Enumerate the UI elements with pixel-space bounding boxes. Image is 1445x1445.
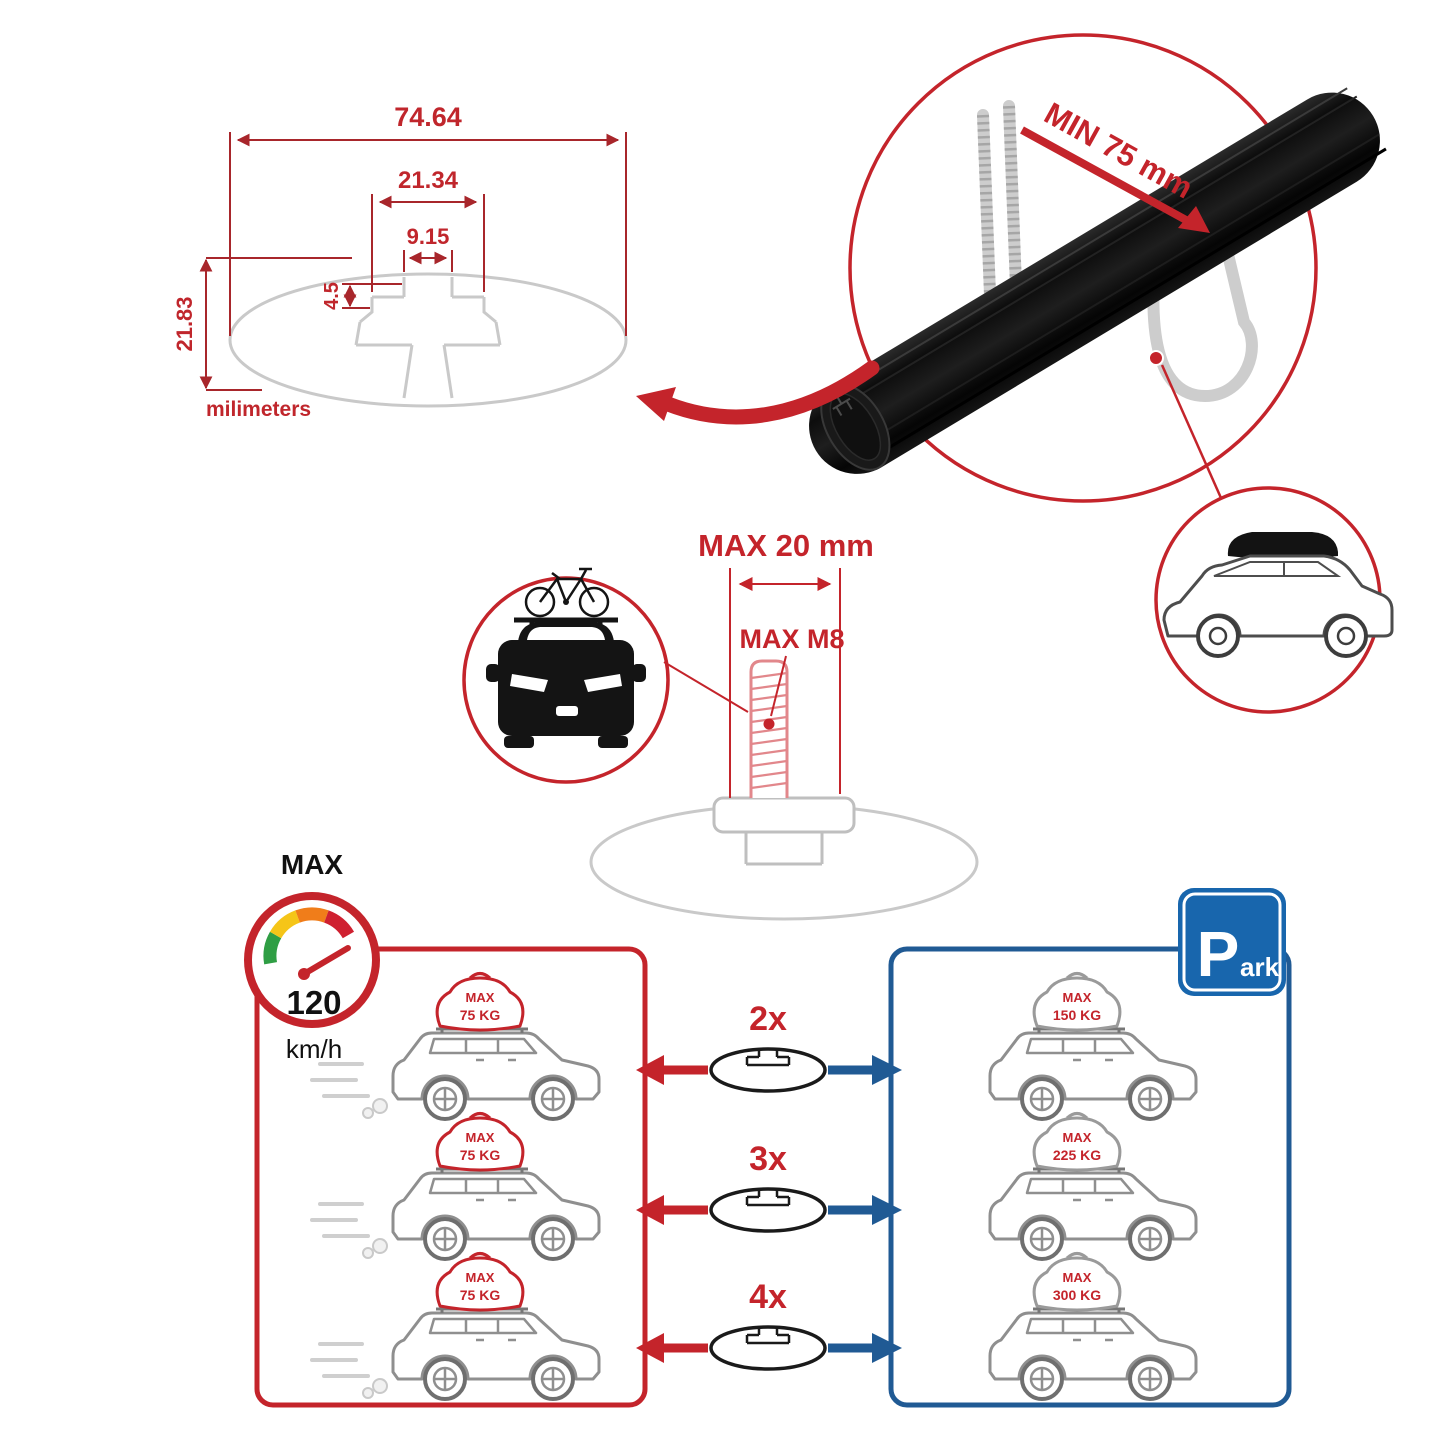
multiplier-row: 2x — [636, 1000, 902, 1093]
cargo-max-label: MAX — [466, 1270, 495, 1285]
roofbox-car-section — [1154, 486, 1394, 714]
crossbar-detail-section: MIN 75 mm — [636, 33, 1387, 503]
gauge-needle — [301, 945, 351, 977]
cargo-weight-label: 225 KG — [1053, 1147, 1101, 1163]
extension-lines-slot-opening — [403, 250, 453, 272]
exhaust-puff — [372, 1378, 388, 1394]
leader-line-thread — [770, 655, 787, 717]
driving-panel: MAX 75 KG MAX 75 KG MAX 75 KG — [254, 946, 648, 1408]
parking-car-row: MAX 300 KG — [988, 1252, 1198, 1401]
multiplier-label: 2x — [749, 1000, 787, 1038]
multiplier-row: 4x — [636, 1278, 902, 1371]
crossbar-profile-icon — [228, 272, 628, 408]
gauge-pivot — [298, 968, 310, 980]
cargo-weight-label: 75 KG — [460, 1287, 501, 1303]
cargo-max-label: MAX — [1063, 990, 1092, 1005]
motion-lines — [310, 1342, 370, 1378]
leader-line-to-bolt — [663, 661, 749, 713]
parking-panel: MAX 150 KG MAX 225 KG MAX 300 KG P ark — [888, 888, 1292, 1408]
blue-arrowhead — [872, 1333, 902, 1363]
thread-point-dot — [763, 718, 775, 730]
multiplier-label: 4x — [749, 1278, 787, 1316]
bolt-max-length-label: MAX 20 mm — [698, 528, 874, 563]
multiplier-label: 3x — [749, 1140, 787, 1178]
speedometer-gauge — [263, 907, 355, 980]
cargo-weight-label: 75 KG — [460, 1007, 501, 1023]
dim-slot-outer-label: 21.34 — [398, 167, 459, 194]
crossbar-section-icon — [709, 1325, 827, 1371]
units-label: milimeters — [206, 398, 311, 421]
blue-arrowhead — [872, 1195, 902, 1225]
crossbar-section-icon — [709, 1047, 827, 1093]
pointer-arrowhead — [636, 387, 676, 421]
cargo-weight-label: 300 KG — [1053, 1287, 1101, 1303]
speed-value: 120 — [286, 984, 341, 1021]
exhaust-puff — [372, 1098, 388, 1114]
red-arrowhead — [636, 1195, 664, 1225]
cargo-max-label: MAX — [466, 990, 495, 1005]
t-slot-profile-icon — [354, 277, 502, 399]
channel-nut-stem — [744, 832, 824, 866]
cargo-max-label: MAX — [1063, 1270, 1092, 1285]
bike-car-section — [462, 567, 749, 784]
red-arrowhead — [636, 1333, 664, 1363]
blue-arrowhead — [872, 1055, 902, 1085]
bicycle-icon — [524, 567, 610, 618]
roofbox-car-icon — [1162, 532, 1394, 658]
extension-lines-profile-height — [206, 257, 352, 391]
cargo-max-label: MAX — [466, 1130, 495, 1145]
crossbar-section-icon — [709, 1187, 827, 1233]
exhaust-puff — [362, 1387, 374, 1399]
exhaust-puff — [372, 1238, 388, 1254]
parking-sign: P ark — [1178, 888, 1286, 996]
leader-line-to-car — [1160, 364, 1223, 499]
driving-car-row: MAX 75 KG — [310, 1112, 601, 1261]
multiplier-row: 3x — [636, 1140, 902, 1233]
motion-lines — [310, 1062, 370, 1098]
parking-car-row: MAX 150 KG — [988, 972, 1198, 1121]
extension-lines-slot-outer — [371, 194, 485, 292]
dim-profile-height-label: 21.83 — [172, 296, 197, 351]
car-front-icon — [486, 617, 646, 748]
speed-units-label: km/h — [286, 1034, 342, 1064]
crossbar-icon — [809, 87, 1387, 474]
cargo-max-label: MAX — [1063, 1130, 1092, 1145]
bolt-max-thread-label: MAX M8 — [739, 624, 844, 654]
min-length-arrow — [1020, 126, 1188, 224]
bar-multiplier-connectors: 2x 3x 4x — [636, 1000, 902, 1371]
bolt-dimension-section: MAX 20 mm MAX M8 — [589, 528, 979, 921]
extension-lines-total-width — [229, 132, 627, 336]
parking-sign-letter: P — [1197, 918, 1240, 990]
cargo-weight-label: 75 KG — [460, 1147, 501, 1163]
clamp-point-dot — [1148, 350, 1164, 366]
exhaust-puff — [362, 1247, 374, 1259]
speed-limit-section: MAX 120 km/h — [244, 849, 380, 1064]
red-arrowhead — [636, 1055, 664, 1085]
driving-car-row: MAX 75 KG — [310, 972, 601, 1121]
motion-lines — [310, 1202, 370, 1238]
driving-car-row: MAX 75 KG — [310, 1252, 601, 1401]
profile-dimension-diagram: 74.64 21.34 9.15 4.5 21.83 milimeters — [172, 102, 628, 421]
dim-total-width-label: 74.64 — [394, 102, 462, 132]
extension-lines-bolt-length — [729, 568, 841, 798]
parking-sign-border — [1182, 892, 1282, 992]
extension-lines-lip-depth — [342, 283, 402, 309]
parking-sign-background — [1178, 888, 1286, 996]
min-length-arrowhead — [1178, 206, 1210, 233]
dim-slot-opening-label: 9.15 — [407, 224, 450, 249]
exhaust-puff — [362, 1107, 374, 1119]
clamp-plate-icon — [712, 796, 856, 834]
speed-max-label: MAX — [281, 849, 344, 880]
pointer-arrow-to-profile — [660, 360, 880, 425]
parking-car-row: MAX 225 KG — [988, 1112, 1198, 1261]
dim-lip-depth-label: 4.5 — [321, 282, 343, 310]
parking-sign-rest: ark — [1240, 952, 1280, 982]
cargo-weight-label: 150 KG — [1053, 1007, 1101, 1023]
